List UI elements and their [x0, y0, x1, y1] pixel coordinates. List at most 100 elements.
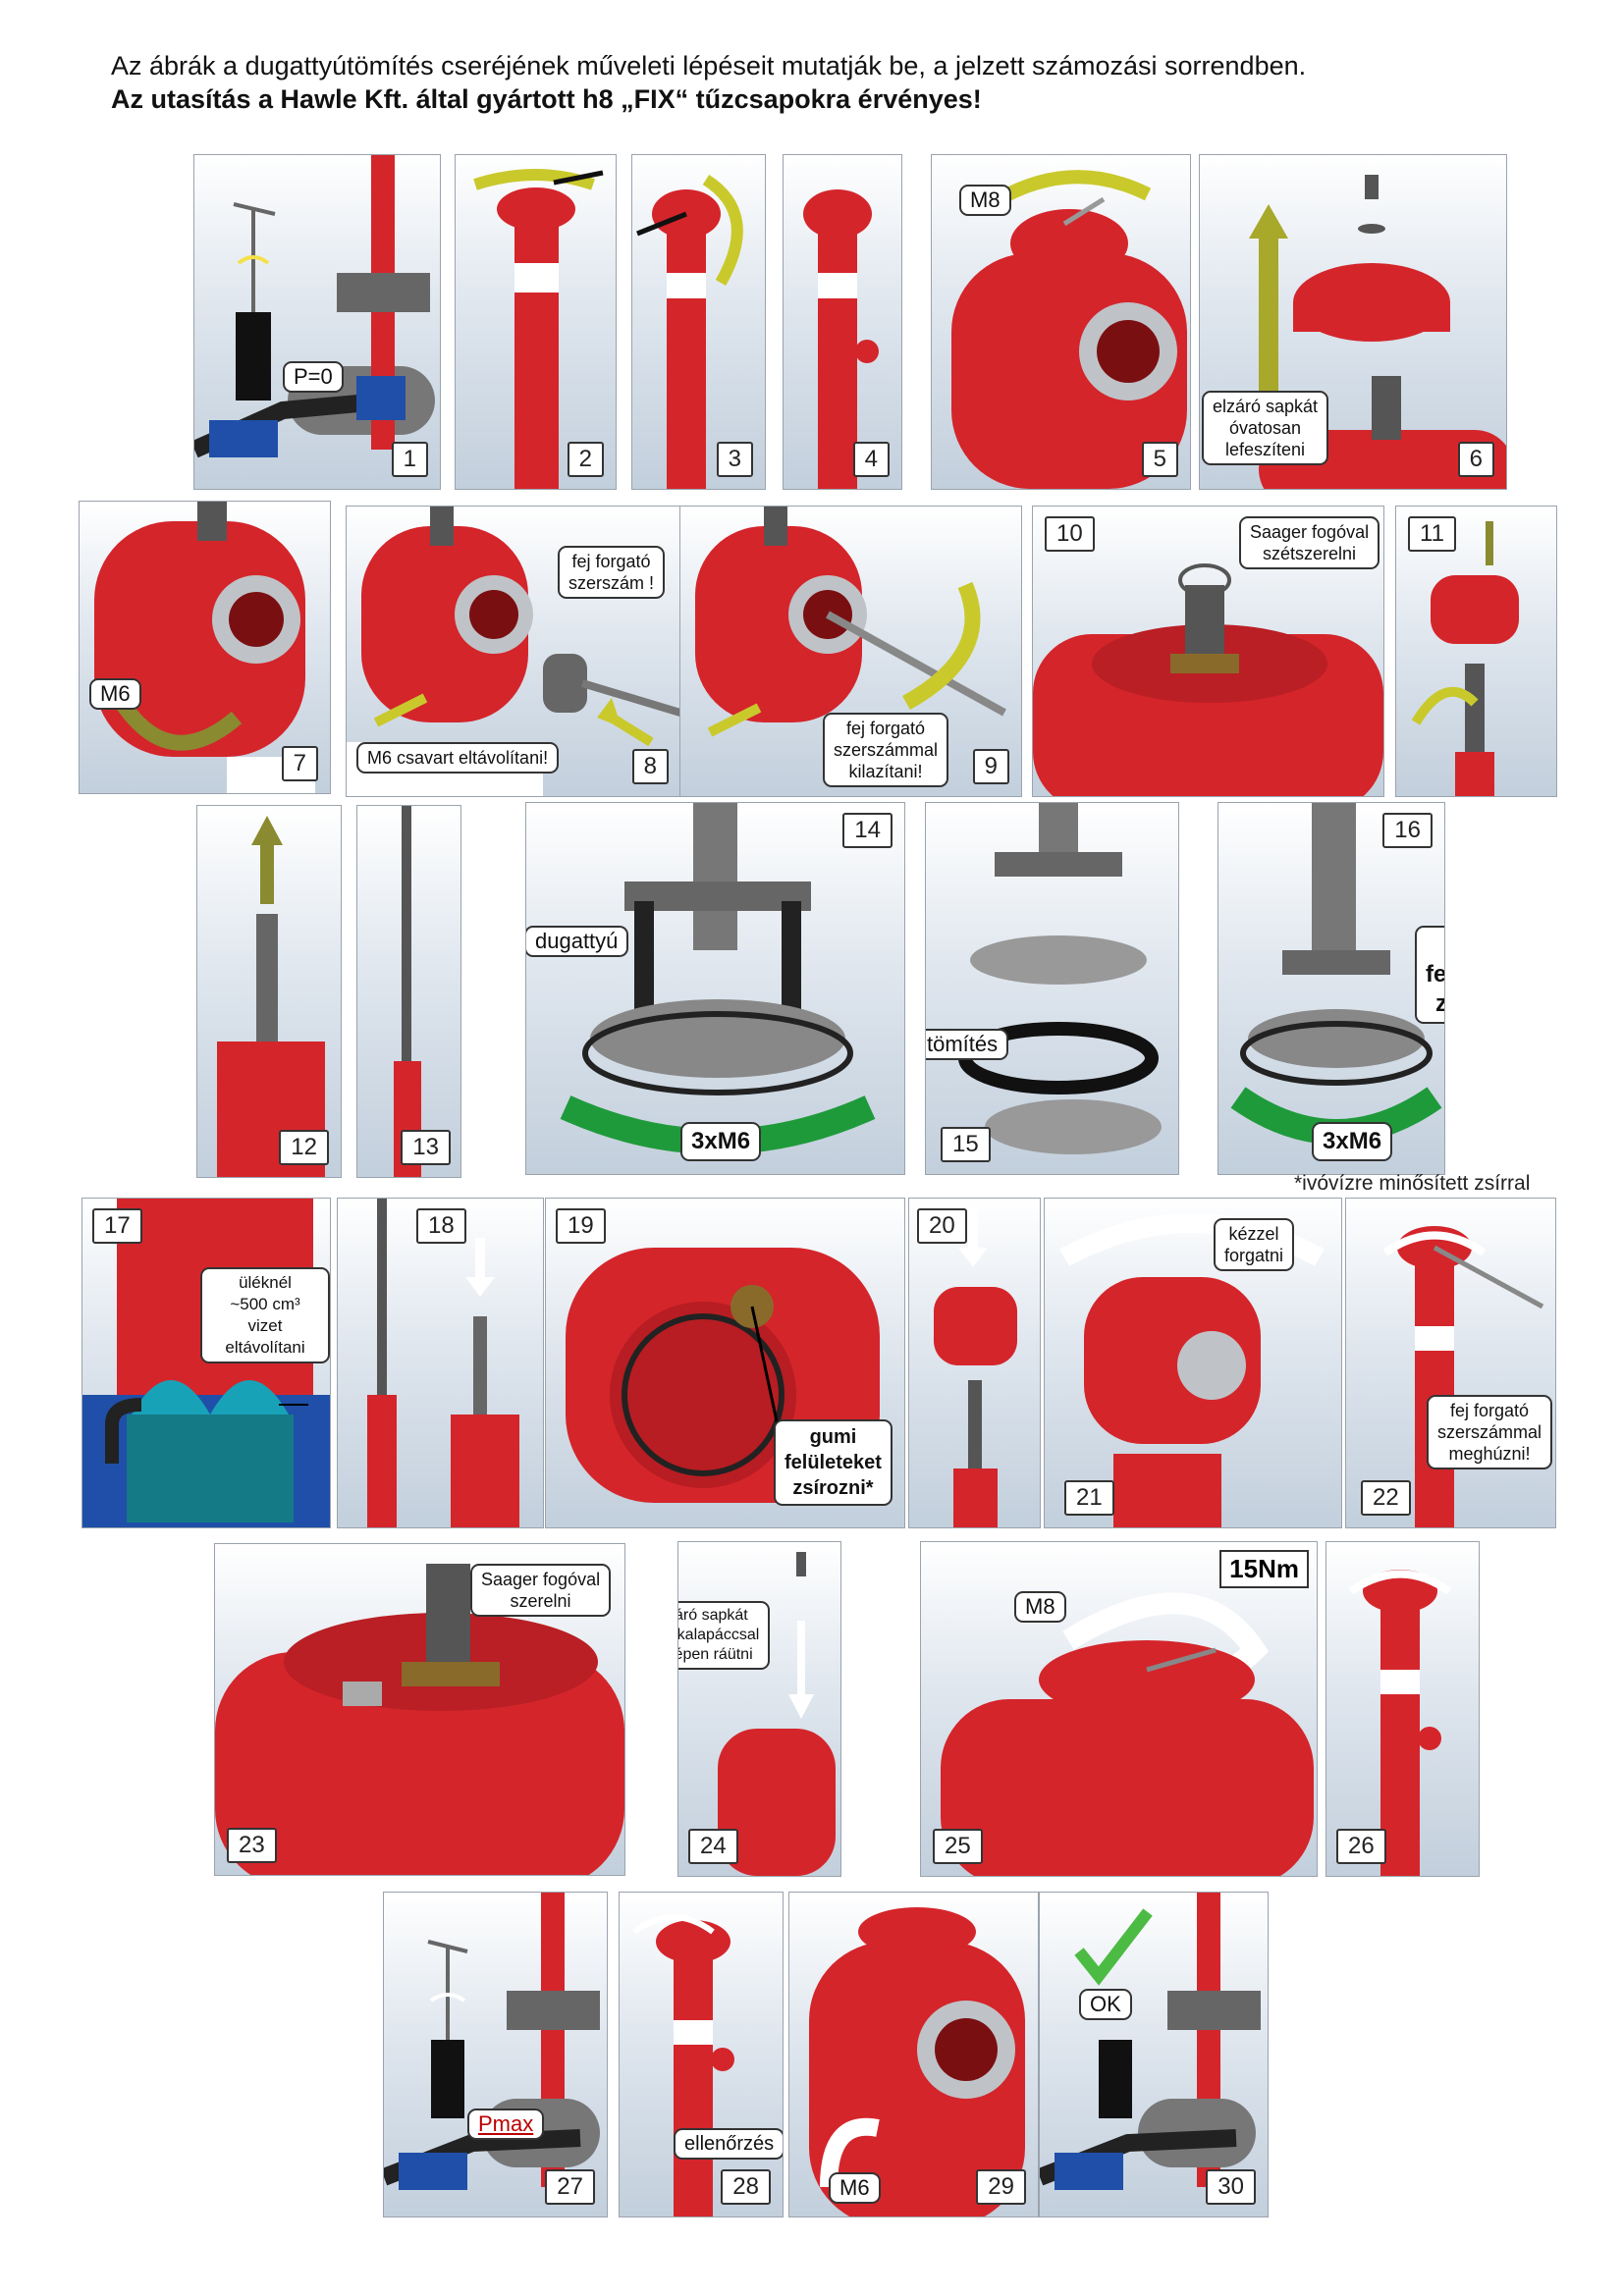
step-number: 17 — [92, 1208, 142, 1244]
step-panel-29: M6 29 — [788, 1892, 1039, 2217]
step-panel-6: elzáró sapkát óvatosan lefeszíteni 6 — [1199, 154, 1507, 490]
label-seal: tömítés — [926, 1029, 1009, 1060]
label-grease-rubber: gumi felületeket zsírozni* — [774, 1419, 893, 1506]
hydrant-head-illustration — [94, 502, 315, 793]
hydrant-illustration — [636, 174, 743, 489]
step-number: 10 — [1045, 516, 1095, 552]
label-remove-water: üléknél ~500 cm³ vizet eltávolítani — [200, 1267, 330, 1363]
step-number: 11 — [1408, 516, 1456, 552]
step-number: 23 — [227, 1828, 277, 1863]
step-number: 1 — [391, 442, 428, 477]
step-number: 20 — [917, 1208, 967, 1244]
step-number: 9 — [972, 749, 1009, 784]
step-panel-9: fej forgató szerszámmal kilazítani! 9 — [679, 506, 1022, 797]
hydrant-valve-illustration — [194, 155, 435, 458]
step-panel-17: 17 üléknél ~500 cm³ vizet eltávolítani — [81, 1198, 331, 1528]
piston-insert-illustration — [367, 1199, 519, 1527]
step-panel-10: 10 Saager fogóval szétszerelni — [1032, 506, 1384, 797]
step-number: 25 — [933, 1829, 983, 1864]
step-number: 6 — [1457, 442, 1494, 477]
label-saager-assemble: Saager fogóval szerelni — [470, 1564, 612, 1617]
step-number: 29 — [976, 2169, 1026, 2205]
step-number: 2 — [567, 442, 604, 477]
hydrant-lift-illustration — [1411, 521, 1519, 796]
step-number: 22 — [1361, 1480, 1411, 1516]
hydrant-illustration — [1348, 1570, 1452, 1876]
step-panel-5: M8 5 — [931, 154, 1191, 490]
step-panel-1: P=0 1 — [193, 154, 441, 490]
label-head-tool: fej forgató szerszám ! — [558, 546, 666, 599]
cap-hammer-illustration — [718, 1552, 836, 1876]
label-remove-cap: elzáró sapkát óvatosan lefeszíteni — [1202, 391, 1329, 465]
step-panel-25: M8 15Nm 25 — [920, 1541, 1318, 1877]
step-panel-7: M6 7 — [79, 501, 331, 794]
label-hammer-cap: elzáró sapkát gumikalapáccsal középen rá… — [678, 1601, 771, 1670]
label-3xm6: 3xM6 — [1312, 1122, 1393, 1161]
seal-illustration — [958, 803, 1162, 1154]
hydrant-tool-illustration — [695, 507, 1006, 737]
intro-text: Az ábrák a dugattyútömítés cseréjének mű… — [111, 49, 1535, 116]
hydrant-tighten-illustration — [1382, 1226, 1544, 1527]
step-number: 16 — [1382, 813, 1433, 848]
piston-grease-illustration — [1230, 803, 1442, 1145]
label-pmax: Pmax — [467, 2109, 545, 2140]
step-number: 13 — [401, 1130, 451, 1165]
label-m8: M8 — [959, 185, 1011, 216]
torque-value: 15Nm — [1219, 1550, 1309, 1588]
step-number: 8 — [631, 749, 669, 784]
step-panel-20: 20 — [908, 1198, 1041, 1528]
label-loosen-with-tool: fej forgató szerszámmal kilazítani! — [823, 713, 949, 787]
step-number: 18 — [416, 1208, 466, 1244]
step-panel-14: 14 dugattyú 3xM6 — [525, 802, 905, 1175]
step-panel-12: 12 — [196, 805, 342, 1178]
label-rotate-by-hand: kézzel forgatni — [1214, 1218, 1295, 1271]
hydrant-assemble-illustration — [934, 1208, 1017, 1527]
step-panel-22: fej forgató szerszámmal meghúzni! 22 — [1345, 1198, 1556, 1528]
label-grease-rubber: gumi felületeket zsírozni* — [1415, 926, 1444, 1024]
step-panel-30: OK 30 — [1039, 1892, 1269, 2217]
label-piston: dugattyú — [526, 926, 629, 957]
step-number: 5 — [1141, 442, 1178, 477]
label-saager-disassemble: Saager fogóval szétszerelni — [1239, 516, 1380, 569]
step-panel-23: Saager fogóval szerelni 23 — [214, 1543, 625, 1876]
step-panel-16: 16 gumi felületeket zsírozni* 3xM6 — [1217, 802, 1445, 1175]
step-number: 26 — [1336, 1829, 1386, 1864]
step-panel-27: Pmax 27 — [383, 1892, 608, 2217]
step-panel-13: 13 — [356, 805, 461, 1178]
label-ok: OK — [1079, 1989, 1132, 2020]
torque-tighten-illustration — [941, 1592, 1314, 1876]
step-number: 24 — [688, 1829, 738, 1864]
step-panel-2: 2 — [455, 154, 617, 490]
step-number: 21 — [1064, 1480, 1114, 1516]
step-number: 12 — [279, 1130, 329, 1165]
hydrant-illustration — [803, 189, 879, 489]
step-number: 14 — [842, 813, 893, 848]
hydrant-rod-illustration — [394, 806, 421, 1177]
step-number: 4 — [852, 442, 890, 477]
hydrant-head-illustration — [951, 170, 1187, 489]
step-panel-15: tömítés 15 — [925, 802, 1179, 1175]
step-panel-18: 18 — [337, 1198, 544, 1528]
m6-screw-illustration — [809, 1907, 1025, 2216]
intro-line-2: Az utasítás a Hawle Kft. által gyártott … — [111, 84, 982, 114]
label-pressure-zero: P=0 — [283, 361, 344, 393]
step-panel-26: 26 — [1325, 1541, 1480, 1877]
step-panel-28: ellenőrzés 28 — [619, 1892, 784, 2217]
step-number: 19 — [556, 1208, 606, 1244]
step-number: 15 — [941, 1127, 991, 1162]
step-panel-24: elzáró sapkát gumikalapáccsal középen rá… — [677, 1541, 841, 1877]
label-remove-m6-screw: M6 csavart eltávolítani! — [356, 742, 560, 774]
checkmark-icon — [1074, 1908, 1153, 1986]
hydrant-valve-illustration — [384, 1893, 600, 2190]
step-number: 27 — [545, 2169, 595, 2205]
step-panel-8: fej forgató szerszám ! M6 csavart eltávo… — [346, 506, 681, 797]
piston-illustration — [560, 803, 876, 1154]
label-m6: M6 — [829, 2172, 881, 2204]
hydrant-ok-illustration — [1040, 1893, 1261, 2190]
hydrant-illustration — [473, 169, 604, 489]
label-check: ellenőrzés — [674, 2128, 783, 2160]
hand-rotate-illustration — [1059, 1213, 1325, 1527]
saager-pliers-illustration — [1033, 563, 1383, 796]
hydrant-check-illustration — [632, 1914, 734, 2216]
label-tighten-with-tool: fej forgató szerszámmal meghúzni! — [1427, 1395, 1553, 1469]
